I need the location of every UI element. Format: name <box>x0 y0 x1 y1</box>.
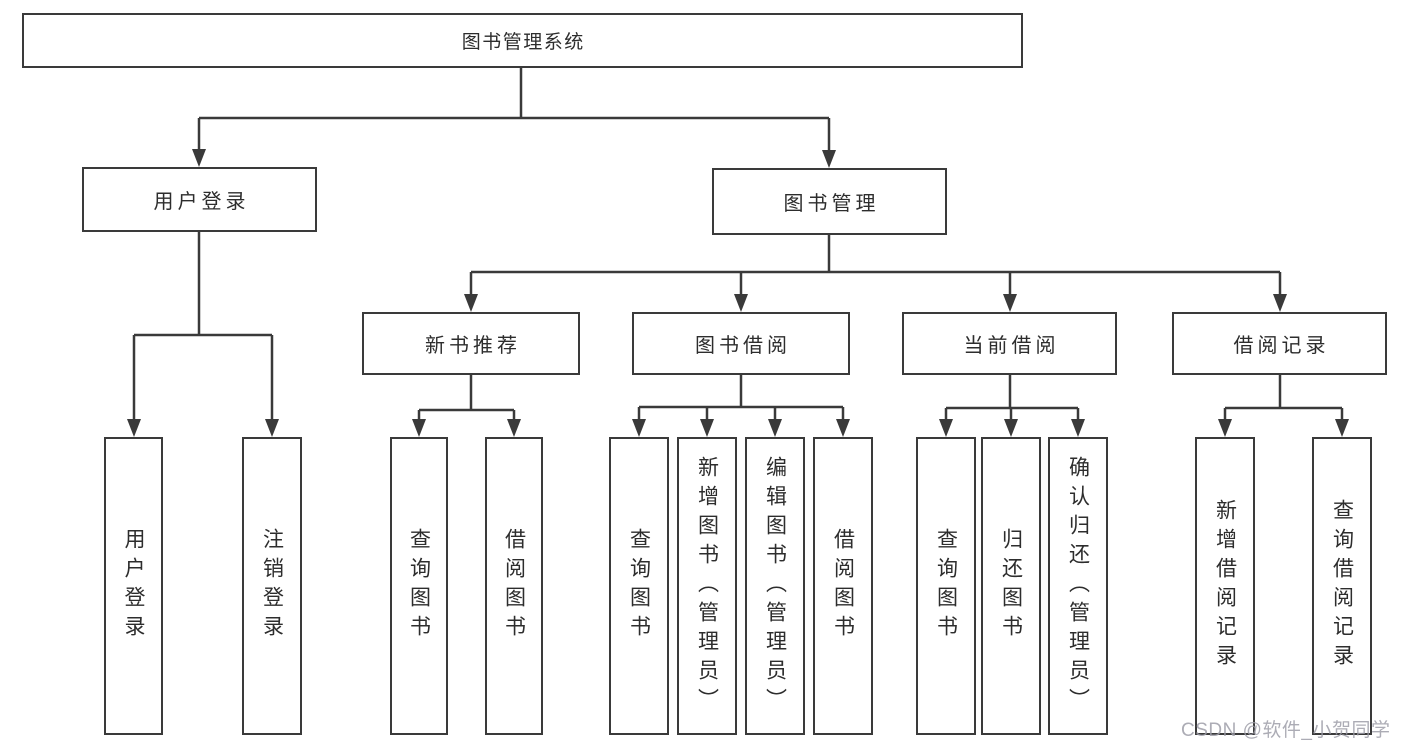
leaf-label: 借阅图书 <box>502 528 526 644</box>
node-label: 用户登录 <box>153 191 250 213</box>
csdn-watermark: CSDN @软件_小贺同学 <box>1181 720 1391 741</box>
leaf-return-books: 归还图书 <box>981 437 1041 735</box>
leaf-query-borrow-record: 查询借阅记录 <box>1312 437 1372 735</box>
leaf-label: 查询图书 <box>627 528 651 644</box>
node-label: 当前借阅 <box>963 335 1060 357</box>
node-book-management-system: 图书管理系统 <box>22 13 1023 68</box>
leaf-logout-login: 注销登录 <box>242 437 302 735</box>
leaf-label: 新增图书（管理员） <box>695 455 719 717</box>
node-book-borrowing: 图书借阅 <box>632 312 850 375</box>
leaf-label: 确认归还（管理员） <box>1066 455 1090 717</box>
node-user-login: 用户登录 <box>82 167 317 232</box>
leaf-query-books-current: 查询图书 <box>916 437 976 735</box>
leaf-query-books-borrowing: 查询图书 <box>609 437 669 735</box>
leaf-borrow-books-recommend: 借阅图书 <box>485 437 543 735</box>
leaf-label: 查询图书 <box>407 528 431 644</box>
leaf-label: 新增借阅记录 <box>1213 499 1237 673</box>
node-new-book-recommendation: 新书推荐 <box>362 312 580 375</box>
node-borrowing-records: 借阅记录 <box>1172 312 1387 375</box>
leaf-borrow-books-borrowing: 借阅图书 <box>813 437 873 735</box>
leaf-add-borrow-record: 新增借阅记录 <box>1195 437 1255 735</box>
leaf-add-books-admin: 新增图书（管理员） <box>677 437 737 735</box>
leaf-label: 归还图书 <box>999 528 1023 644</box>
leaf-query-books-recommend: 查询图书 <box>390 437 448 735</box>
leaf-label: 查询图书 <box>934 528 958 644</box>
node-label: 图书管理 <box>783 193 880 215</box>
leaf-label: 编辑图书（管理员） <box>763 455 787 717</box>
leaf-label: 借阅图书 <box>831 528 855 644</box>
node-current-borrowing: 当前借阅 <box>902 312 1117 375</box>
node-label: 新书推荐 <box>425 335 521 357</box>
leaf-label: 查询借阅记录 <box>1330 499 1354 673</box>
node-label: 借阅记录 <box>1233 335 1330 357</box>
node-book-management: 图书管理 <box>712 168 947 235</box>
leaf-label: 注销登录 <box>260 528 284 644</box>
connector-path <box>132 68 1344 421</box>
node-label: 图书管理系统 <box>461 32 585 53</box>
leaf-user-login: 用户登录 <box>104 437 163 735</box>
leaf-confirm-return-admin: 确认归还（管理员） <box>1048 437 1108 735</box>
leaf-edit-books-admin: 编辑图书（管理员） <box>745 437 805 735</box>
leaf-label: 用户登录 <box>122 528 145 644</box>
node-label: 图书借阅 <box>695 335 791 357</box>
